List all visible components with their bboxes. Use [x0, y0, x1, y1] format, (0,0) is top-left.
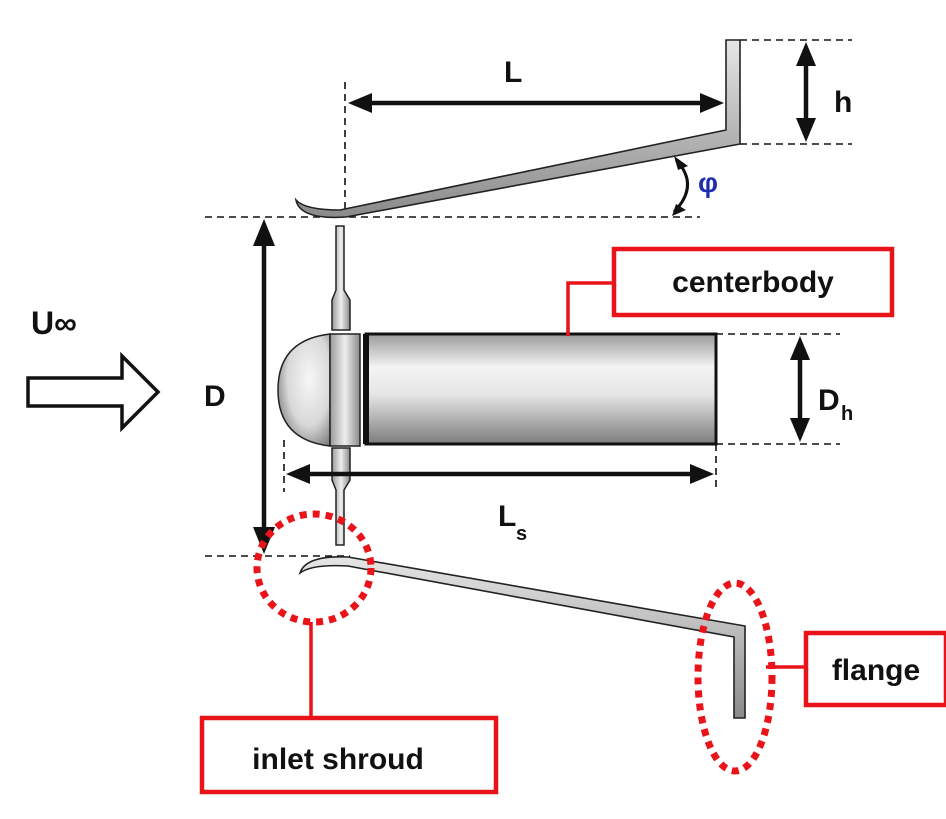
- flange-callout-label: flange: [832, 654, 920, 687]
- inlet-shroud-highlight: [253, 510, 375, 626]
- highlight-circles: [253, 510, 776, 775]
- length-arrow-left: [348, 93, 372, 113]
- hub-ring: [329, 333, 361, 447]
- centerbody-length-subscript: s: [516, 523, 527, 545]
- flange-highlight: [694, 579, 776, 775]
- hub-diameter-label: D: [818, 384, 840, 417]
- dimension-arrows: [253, 42, 816, 554]
- flare-angle-arrow-top: [674, 156, 688, 170]
- reference-lines: [205, 39, 852, 557]
- flange-height-arrow-top: [796, 42, 816, 66]
- flare-angle-label: φ: [698, 167, 718, 198]
- hub-diameter-arrow-bottom: [790, 418, 810, 442]
- centerbody-length-arrow-left: [286, 464, 310, 484]
- centerbody-body: [277, 332, 718, 447]
- centerbody-length-label: L: [498, 500, 516, 533]
- hub-diameter-arrow-top: [790, 336, 810, 360]
- flange-height-arrow-bottom: [796, 118, 816, 142]
- centerbody-callout-box: [611, 246, 895, 318]
- callout-flange: flange: [803, 630, 946, 708]
- shroud-diameter-label: D: [204, 380, 226, 413]
- flare-angle-arrow-bottom: [672, 204, 686, 216]
- length-arrow-right: [700, 93, 724, 113]
- freestream-arrow: [26, 351, 161, 433]
- centerbody-length-arrow-right: [690, 464, 714, 484]
- lower-shroud: [298, 556, 746, 719]
- callout-leaders: [309, 281, 806, 718]
- nose-dome: [277, 333, 331, 447]
- centerbody-leader: [566, 281, 614, 336]
- flange-callout-box: [803, 630, 946, 708]
- upper-shroud: [294, 39, 741, 219]
- centerbody-callout-label: centerbody: [672, 266, 834, 299]
- centerbody-cylinder: [364, 332, 718, 446]
- inlet-shroud-callout-box: [199, 715, 499, 795]
- shroud-diameter-arrow-top: [253, 219, 275, 246]
- inlet-shroud-callout-label: inlet shroud: [252, 743, 424, 776]
- flange-height-label: h: [834, 86, 852, 119]
- callout-centerbody: centerbody: [611, 246, 895, 318]
- callout-inlet-shroud: inlet shroud: [199, 715, 499, 795]
- freestream-velocity-label: U∞: [31, 305, 77, 341]
- length-label: L: [504, 56, 522, 89]
- flare-angle-marker: [672, 156, 689, 216]
- hub-diameter-subscript: h: [841, 403, 853, 425]
